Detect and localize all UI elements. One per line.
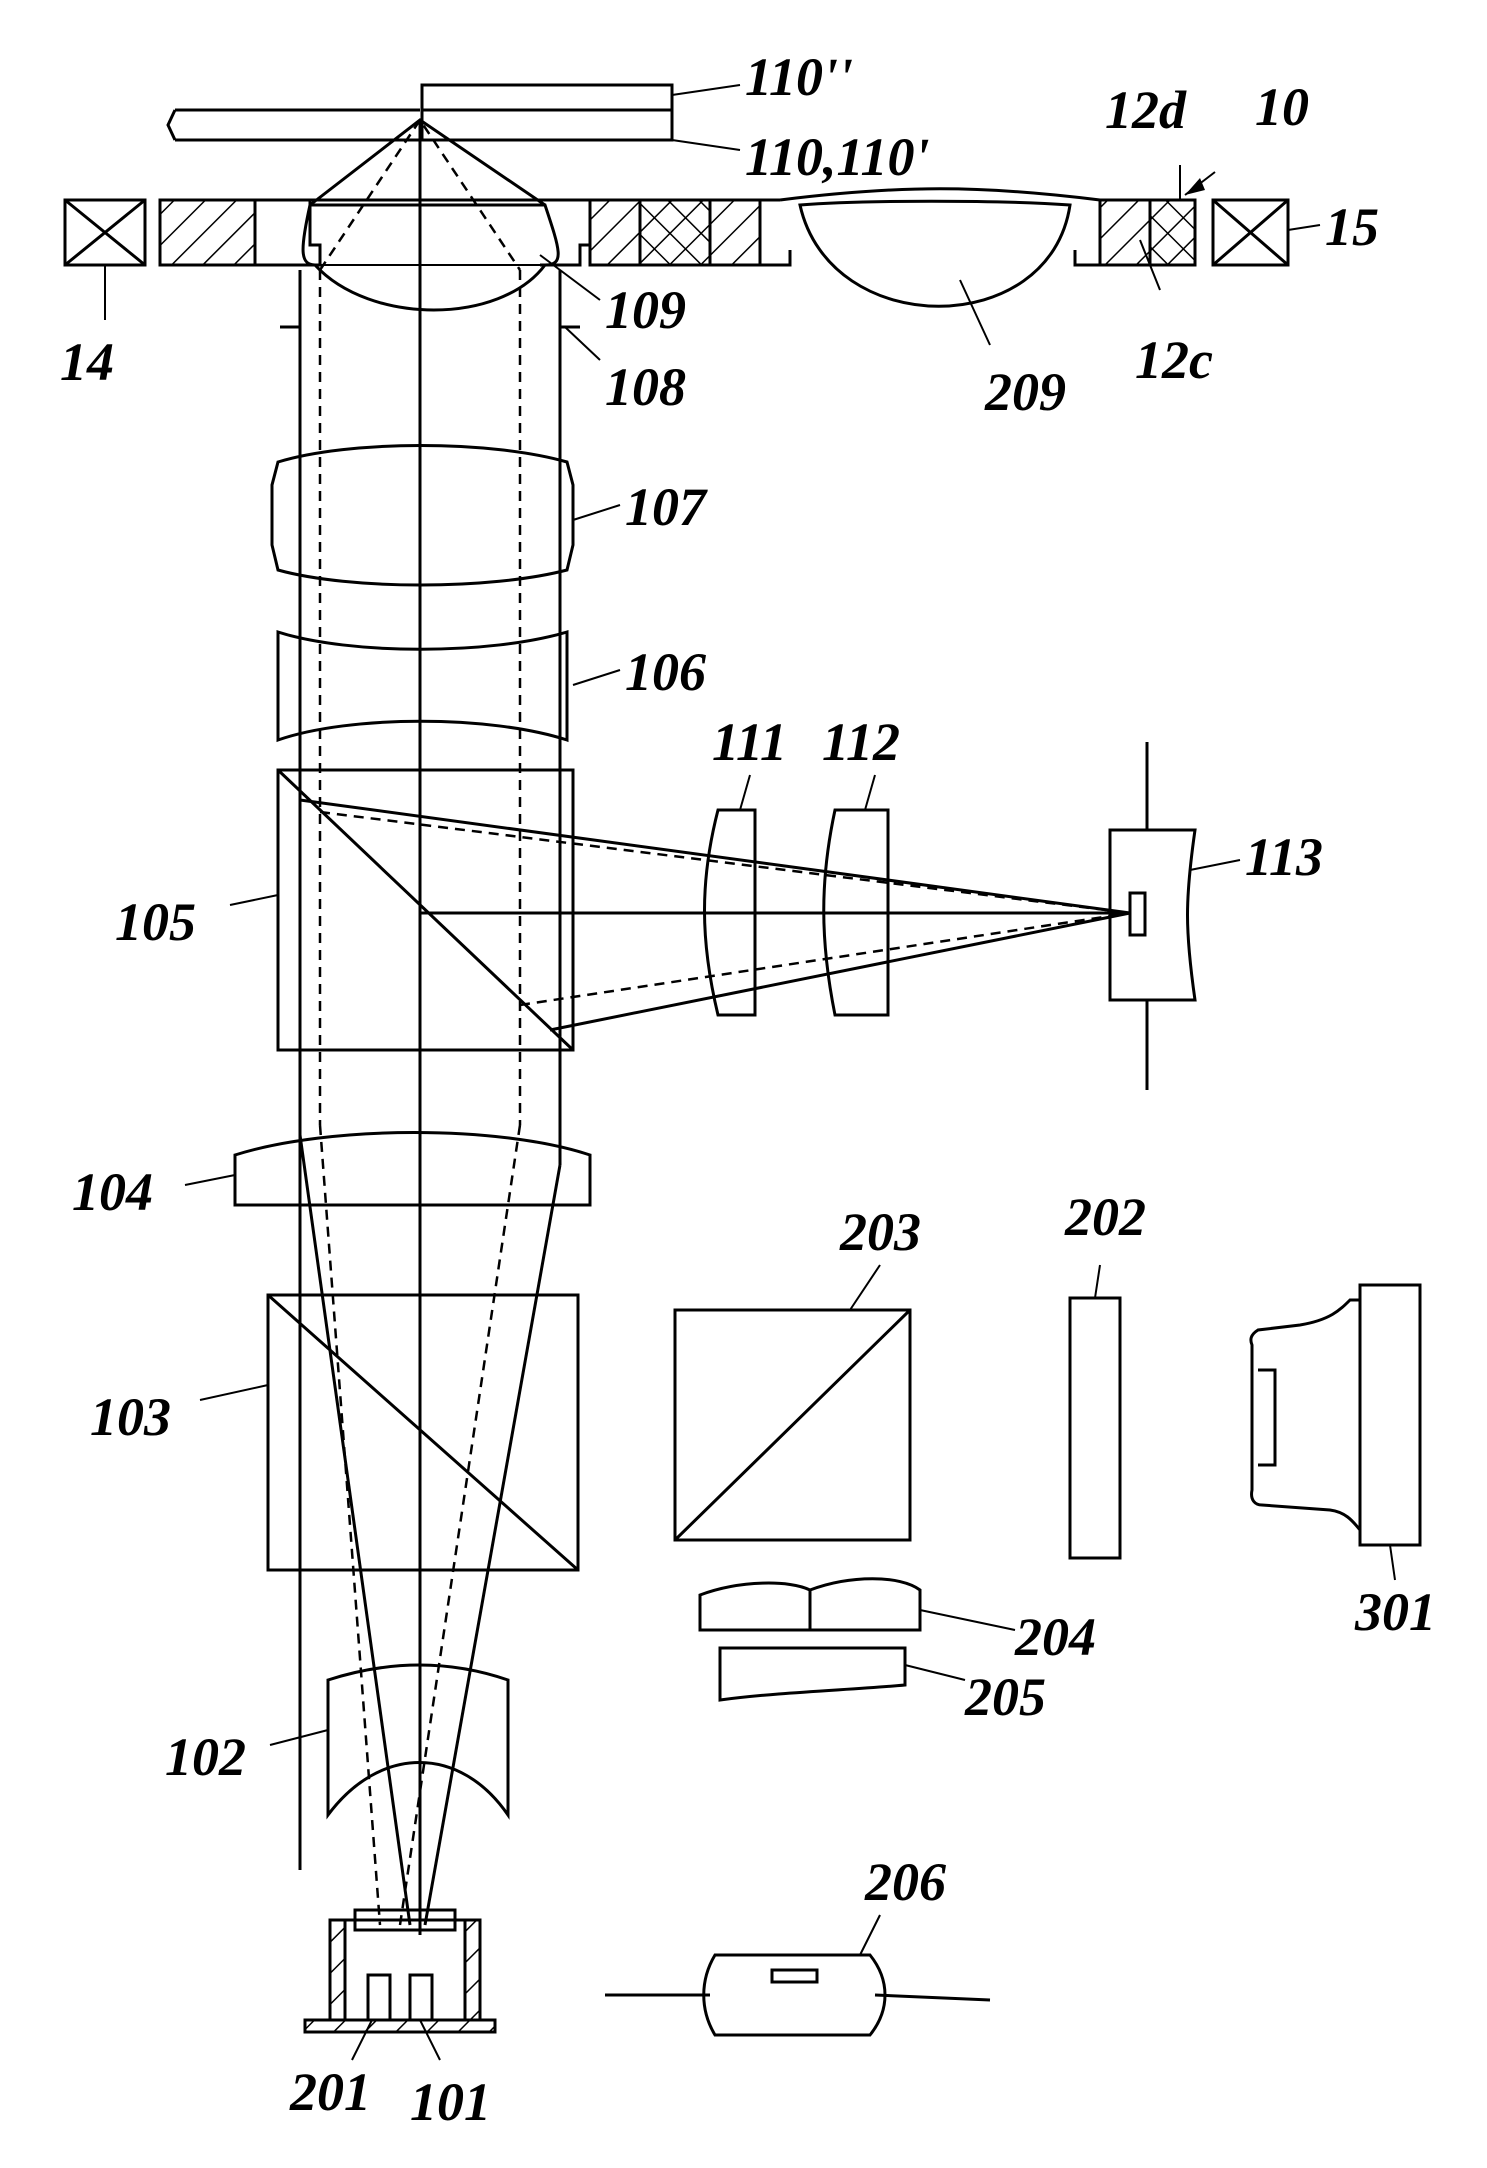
label-104: 104 <box>72 1162 153 1222</box>
lens-holder <box>65 189 1288 265</box>
label-110: 110,110' <box>745 127 930 187</box>
lens-104 <box>235 1133 590 1206</box>
label-103: 103 <box>90 1387 171 1447</box>
label-113: 113 <box>1245 827 1323 887</box>
label-108: 108 <box>605 357 686 417</box>
label-112: 112 <box>822 712 900 772</box>
plate-202 <box>1070 1298 1120 1558</box>
component-301 <box>1251 1285 1420 1545</box>
labels: 110'' 110,110' 10 12d 15 14 109 108 12c … <box>60 47 1436 2132</box>
label-203: 203 <box>839 1202 921 1262</box>
photodetector-113 <box>1110 742 1195 1090</box>
prism-203 <box>675 1310 910 1540</box>
label-111: 111 <box>712 712 787 772</box>
laser-module <box>305 1910 495 2032</box>
lens-209 <box>800 201 1070 306</box>
label-10: 10 <box>1255 77 1309 137</box>
magnet-14 <box>65 200 145 265</box>
label-12c: 12c <box>1135 330 1213 390</box>
lens-205 <box>720 1648 905 1700</box>
label-206: 206 <box>864 1852 946 1912</box>
label-12d: 12d <box>1105 80 1187 140</box>
beam-splitter-103 <box>268 1295 578 1570</box>
label-110pp: 110'' <box>745 47 853 107</box>
lens-107 <box>272 446 573 586</box>
label-205: 205 <box>964 1667 1046 1727</box>
label-109: 109 <box>605 280 686 340</box>
label-204: 204 <box>1014 1607 1096 1667</box>
label-15: 15 <box>1325 197 1379 257</box>
label-107: 107 <box>625 477 708 537</box>
label-105: 105 <box>115 892 196 952</box>
lens-204 <box>700 1579 920 1630</box>
label-14: 14 <box>60 332 114 392</box>
component-206 <box>605 1955 990 2035</box>
lens-102 <box>328 1665 508 1815</box>
label-202: 202 <box>1064 1187 1146 1247</box>
beam-paths <box>300 120 560 1935</box>
label-106: 106 <box>625 642 706 702</box>
lens-106 <box>278 632 567 740</box>
label-209: 209 <box>984 362 1066 422</box>
label-102: 102 <box>165 1727 246 1787</box>
label-301: 301 <box>1354 1582 1436 1642</box>
label-201: 201 <box>289 2062 371 2122</box>
label-101: 101 <box>410 2072 491 2132</box>
magnet-15 <box>1213 200 1288 265</box>
